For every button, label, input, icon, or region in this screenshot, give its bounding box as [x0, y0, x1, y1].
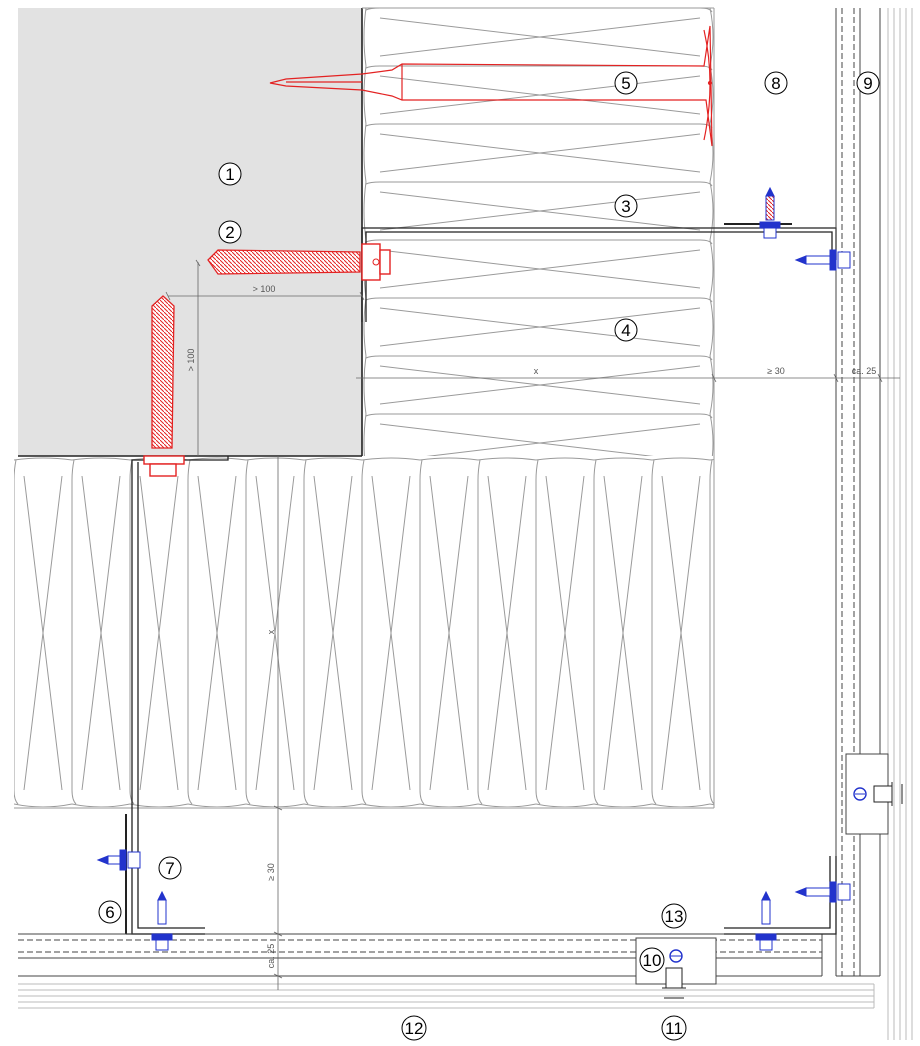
svg-text:3: 3 — [621, 197, 630, 216]
callout-4: 4 — [614, 318, 638, 342]
svg-text:8: 8 — [771, 74, 780, 93]
callout-6: 6 — [98, 900, 122, 924]
svg-text:5: 5 — [621, 74, 630, 93]
screw-rail-right-bottom — [794, 881, 851, 903]
svg-text:2: 2 — [225, 223, 234, 242]
concrete-wall — [18, 8, 362, 456]
svg-text:7: 7 — [165, 859, 174, 878]
anchor-bolt-vertical — [143, 295, 185, 477]
anchor-bolt-horizontal — [207, 243, 391, 281]
screw-group — [96, 186, 851, 951]
svg-text:10: 10 — [643, 951, 662, 970]
callout-13: 13 — [661, 903, 687, 929]
callout-12: 12 — [401, 1015, 427, 1041]
svg-text:12: 12 — [405, 1019, 424, 1038]
dim-cladding-v: ca. 25 — [266, 944, 276, 969]
svg-text:1: 1 — [225, 165, 234, 184]
wall-bracket-top — [361, 223, 837, 322]
screw-bracket-left-v — [151, 890, 173, 951]
screw-bracket-top — [759, 186, 781, 239]
svg-text:11: 11 — [665, 1019, 683, 1038]
dimension-lines — [165, 259, 900, 990]
insulation-top — [363, 8, 714, 456]
screw-bracket-bottom-right — [755, 890, 777, 951]
screw-bracket-left-h — [96, 849, 141, 871]
dim-dowel-edge-h: > 100 — [253, 284, 276, 294]
callout-2: 2 — [218, 220, 242, 244]
callout-5: 5 — [614, 71, 638, 95]
screw-rail-right-top — [794, 249, 851, 271]
svg-text:6: 6 — [105, 903, 114, 922]
callout-8: 8 — [764, 71, 788, 95]
cladding-panel-right — [887, 8, 913, 1040]
dim-insulation-v: x — [266, 629, 276, 634]
insulation-dowel — [269, 25, 713, 147]
svg-text:9: 9 — [863, 74, 872, 93]
dim-air-gap-v: ≥ 30 — [266, 863, 276, 880]
dim-cladding-h: ca. 25 — [852, 366, 877, 376]
dim-dowel-edge-v: > 100 — [186, 349, 196, 372]
dim-insulation-h: x — [534, 366, 539, 376]
dim-air-gap-h: ≥ 30 — [767, 366, 784, 376]
callout-9: 9 — [856, 71, 880, 95]
svg-text:13: 13 — [665, 907, 684, 926]
svg-text:4: 4 — [621, 321, 630, 340]
rail-clip-right — [845, 753, 903, 835]
callout-7: 7 — [158, 856, 182, 880]
callout-11: 11 — [661, 1015, 687, 1041]
callout-1: 1 — [218, 162, 242, 186]
callout-3: 3 — [614, 194, 638, 218]
cladding-panel-bottom — [18, 983, 875, 1009]
callout-10: 10 — [639, 947, 665, 973]
insulation-bottom — [14, 457, 714, 807]
